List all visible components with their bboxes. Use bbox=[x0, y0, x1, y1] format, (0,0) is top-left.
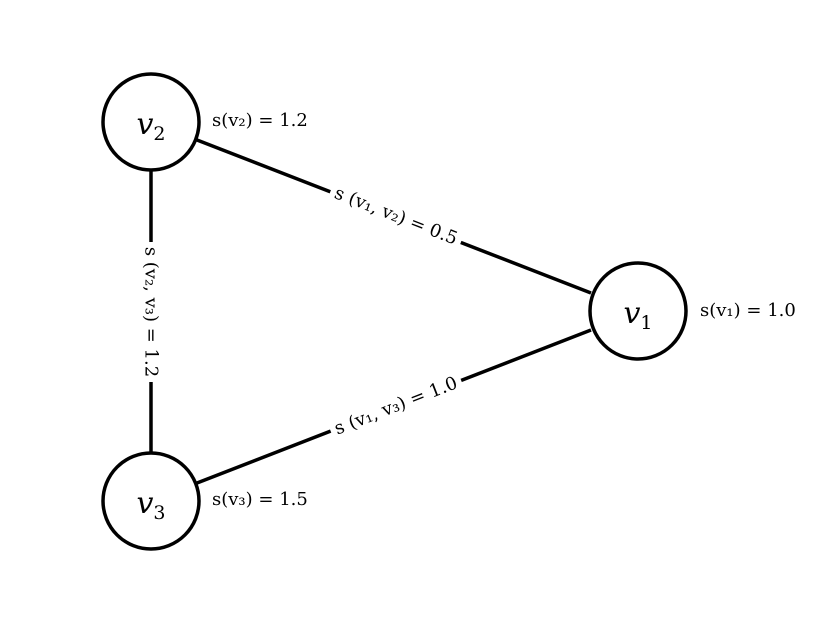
node-v2: v2 bbox=[101, 72, 201, 172]
edge-label-v1-v3: s (v₁, v₃) = 1.0 bbox=[331, 373, 460, 440]
node-v1-circle bbox=[588, 261, 688, 361]
node-v1-score: s(v₁) = 1.0 bbox=[700, 300, 796, 321]
edge-label-v1-v2: s (v₁, v₂) = 0.5 bbox=[331, 183, 460, 250]
node-v2-circle bbox=[101, 72, 201, 172]
node-score-labels: s(v₁) = 1.0 s(v₂) = 1.2 s(v₃) = 1.5 bbox=[212, 110, 796, 510]
edge-label-v1-v2-group: s (v₁, v₂) = 0.5 bbox=[325, 177, 467, 255]
node-v2-label: v2 bbox=[136, 107, 165, 145]
node-v3: v3 bbox=[101, 451, 201, 551]
edge-labels: s (v₁, v₂) = 0.5 s (v₁, v₃) = 1.0 s (v₂,… bbox=[137, 177, 467, 445]
node-v3-circle bbox=[101, 451, 201, 551]
node-v1-label: v1 bbox=[623, 296, 652, 334]
nodes: v1 v2 v3 bbox=[101, 72, 688, 551]
node-v2-score: s(v₂) = 1.2 bbox=[212, 110, 308, 131]
edge-label-v1-v3-group: s (v₁, v₃) = 1.0 bbox=[325, 367, 467, 445]
node-v3-score: s(v₃) = 1.5 bbox=[212, 489, 308, 510]
edge-label-v2-v3-group: s (v₂, v₃) = 1.2 bbox=[137, 242, 165, 382]
node-v3-label: v3 bbox=[136, 486, 165, 524]
node-v1: v1 bbox=[588, 261, 688, 361]
edge-label-v2-v3: s (v₂, v₃) = 1.2 bbox=[141, 247, 162, 377]
